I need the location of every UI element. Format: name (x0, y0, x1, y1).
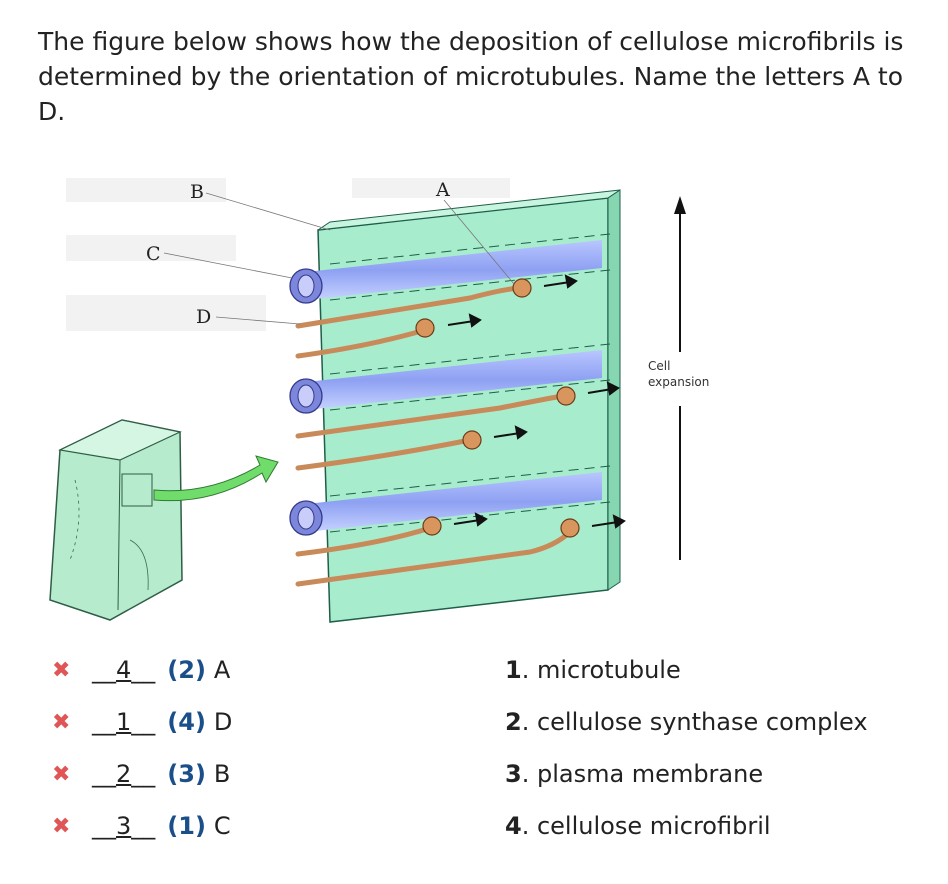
answer-blank[interactable]: __1__ (92, 708, 156, 736)
option-text: cellulose synthase complex (536, 708, 868, 736)
label-a: A (435, 179, 450, 201)
answer-term: A (213, 656, 231, 684)
answer-term: C (213, 812, 231, 840)
answer-term: B (213, 760, 231, 788)
correct-answer: (2) (167, 656, 206, 684)
answer-row-d: ✖ __1__ (4) D (52, 705, 232, 739)
cell-expansion-arrow (674, 196, 686, 560)
option-number: 1 (505, 656, 522, 684)
expansion-label-line1: Cell (648, 359, 670, 373)
answer-blank[interactable]: __3__ (92, 812, 156, 840)
label-box-a (352, 178, 510, 198)
answer-blank[interactable]: __4__ (92, 656, 156, 684)
option-number: 2 (505, 708, 522, 736)
plant-cell-block (49, 419, 183, 621)
synthase-complexes (415, 278, 580, 538)
wrong-icon: ✖ (52, 657, 71, 683)
correct-answer: (4) (167, 708, 206, 736)
option-4: 4. cellulose microfibril (505, 812, 771, 840)
option-text: cellulose microfibril (536, 812, 771, 840)
zoom-arrow-icon (153, 455, 279, 502)
option-3: 3. plasma membrane (505, 760, 764, 788)
option-text: microtubule (536, 656, 681, 684)
option-text: plasma membrane (536, 760, 764, 788)
option-number: 3 (505, 760, 522, 788)
label-box-d (66, 295, 266, 331)
correct-answer: (1) (167, 812, 206, 840)
label-d: D (196, 306, 211, 328)
microtubule-1 (289, 240, 602, 304)
option-2: 2. cellulose synthase complex (505, 708, 868, 736)
answer-blank[interactable]: __2__ (92, 760, 156, 788)
label-c: C (146, 243, 161, 265)
expansion-label-line2: expansion (648, 375, 709, 389)
wrong-icon: ✖ (52, 761, 71, 787)
diagram-svg: B A C D Cell expansion (49, 178, 709, 623)
microtubule-3 (289, 472, 602, 536)
wrong-icon: ✖ (52, 813, 71, 839)
leader-lines (163, 192, 515, 325)
correct-answer: (3) (167, 760, 206, 788)
microtubule-2 (289, 350, 602, 414)
movement-arrows (447, 274, 626, 529)
label-b: B (190, 181, 204, 203)
answer-row-b: ✖ __2__ (3) B (52, 757, 230, 791)
option-1: 1. microtubule (505, 656, 681, 684)
answer-term: D (213, 708, 233, 736)
microtubule-diagram: B A C D Cell expansion (30, 160, 750, 634)
option-number: 4 (505, 812, 522, 840)
label-box-c (66, 235, 236, 261)
question-text: The figure below shows how the depositio… (38, 27, 904, 126)
wrong-icon: ✖ (52, 709, 71, 735)
label-box-b (66, 178, 226, 202)
answer-row-a: ✖ __4__ (2) A (52, 653, 230, 687)
answer-row-c: ✖ __3__ (1) C (52, 809, 231, 843)
